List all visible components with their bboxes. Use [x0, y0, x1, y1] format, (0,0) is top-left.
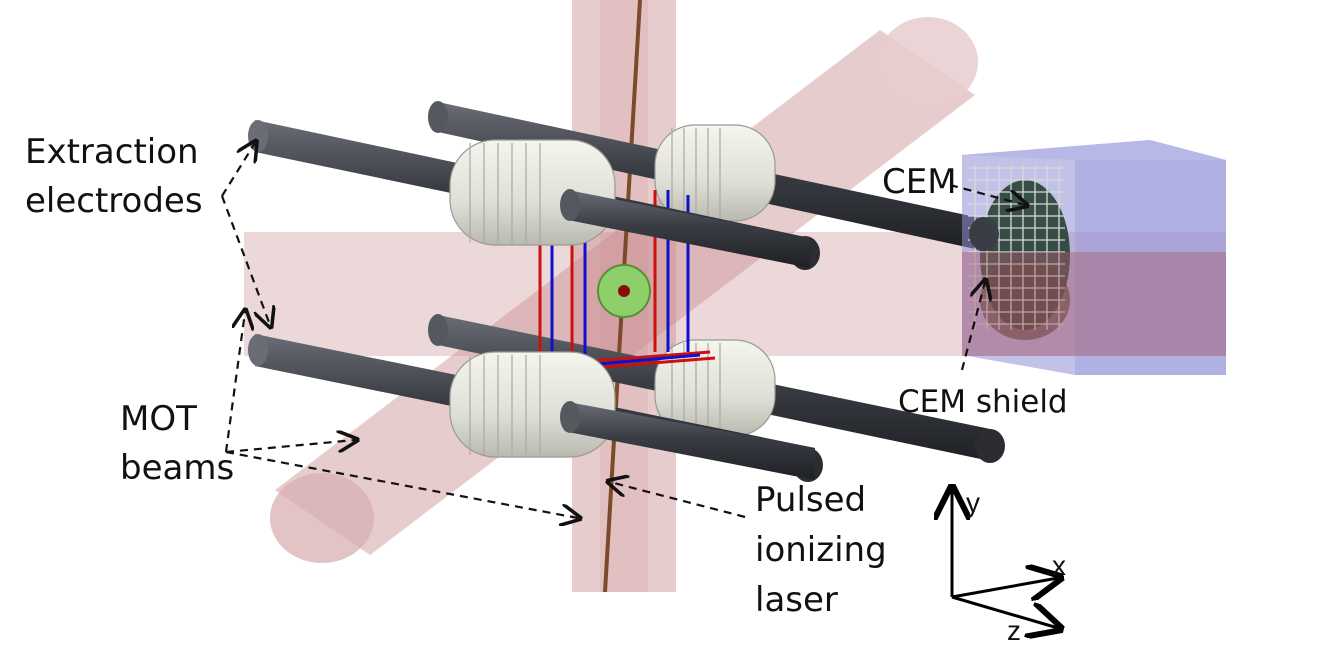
mot-atom-cloud — [597, 264, 651, 318]
ring-stack-back-bottom — [654, 339, 776, 437]
x-axis-arrow — [951, 578, 1058, 597]
pointer-arrows — [220, 143, 1025, 518]
label-cem-shield: CEM shield — [898, 384, 1068, 420]
label-pulsed: Pulsed — [755, 480, 867, 520]
coordinate-axes — [952, 490, 1058, 628]
cem-rod-end — [969, 217, 999, 251]
axis-y-label: y — [966, 487, 980, 518]
ring-stack-front-top — [449, 139, 810, 268]
label-cem: CEM — [882, 162, 957, 202]
label-beams: beams — [120, 448, 235, 488]
label-ionizing: ionizing — [755, 530, 887, 570]
cem-grid — [968, 165, 1065, 330]
label-electrodes: electrodes — [25, 181, 203, 221]
z-axis-arrow — [951, 595, 1058, 628]
label-extraction: Extraction — [25, 132, 199, 172]
label-laser: laser — [755, 580, 838, 620]
axis-z-label: z — [1007, 615, 1021, 646]
axis-x-label: x — [1052, 550, 1066, 581]
ring-stack-front-bottom — [449, 351, 815, 480]
mot-beam-through-shield — [962, 252, 1226, 356]
label-mot: MOT — [120, 399, 197, 439]
ring-stack-back-top — [654, 124, 776, 222]
